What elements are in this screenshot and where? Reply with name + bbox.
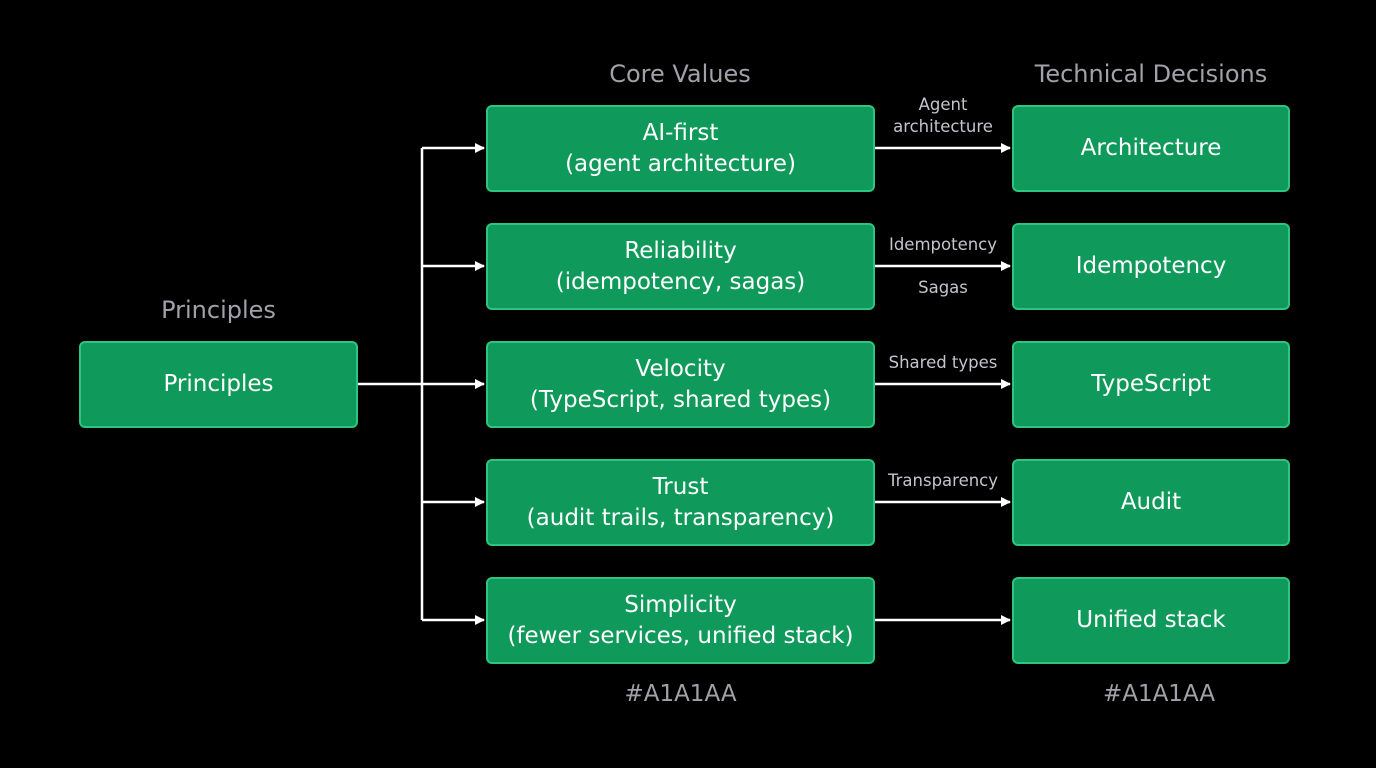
core-value-title: Simplicity bbox=[624, 591, 737, 618]
principles-node: Principles bbox=[79, 341, 358, 428]
decision-label: Audit bbox=[1120, 489, 1182, 515]
core-value-title: AI-first bbox=[642, 119, 719, 146]
core-value-subtitle: (fewer services, unified stack) bbox=[507, 622, 854, 649]
principles-node-label: Principles bbox=[163, 371, 274, 397]
edge-label-idempotency: Idempotency bbox=[888, 235, 998, 254]
technical-decisions-header: Technical Decisions bbox=[1034, 60, 1268, 88]
core-value-trust: Trust (audit trails, transparency) bbox=[486, 459, 875, 546]
core-value-title: Reliability bbox=[624, 237, 737, 264]
core-value-subtitle: (agent architecture) bbox=[565, 150, 796, 177]
core-values-footer: #A1A1AA bbox=[624, 681, 737, 707]
edge-label-agent-architecture: Agent architecture bbox=[893, 94, 993, 138]
principles-header: Principles bbox=[161, 296, 276, 324]
edge-label-line: architecture bbox=[893, 117, 993, 136]
core-value-subtitle: (audit trails, transparency) bbox=[526, 504, 835, 531]
decision-architecture: Architecture bbox=[1012, 105, 1290, 192]
decision-idempotency: Idempotency bbox=[1012, 223, 1290, 310]
core-value-subtitle: (TypeScript, shared types) bbox=[529, 386, 832, 413]
core-value-reliability: Reliability (idempotency, sagas) bbox=[486, 223, 875, 310]
core-values-header: Core Values bbox=[609, 60, 751, 88]
core-value-title: Velocity bbox=[635, 355, 726, 382]
decision-typescript: TypeScript bbox=[1012, 341, 1290, 428]
decision-label: TypeScript bbox=[1091, 371, 1211, 397]
core-value-title: Trust bbox=[652, 473, 709, 500]
core-value-velocity: Velocity (TypeScript, shared types) bbox=[486, 341, 875, 428]
decision-label: Architecture bbox=[1080, 135, 1222, 161]
core-value-subtitle: (idempotency, sagas) bbox=[555, 268, 806, 295]
core-value-ai-first: AI-first (agent architecture) bbox=[486, 105, 875, 192]
technical-decisions-footer: #A1A1AA bbox=[1102, 681, 1216, 707]
edge-label-transparency: Transparency bbox=[887, 471, 999, 490]
decision-label: Idempotency bbox=[1075, 253, 1227, 279]
decision-unified-stack: Unified stack bbox=[1012, 577, 1290, 664]
decision-audit: Audit bbox=[1012, 459, 1290, 546]
decision-label: Unified stack bbox=[1076, 607, 1226, 633]
edge-label-line: Agent bbox=[918, 95, 968, 114]
core-value-simplicity: Simplicity (fewer services, unified stac… bbox=[486, 577, 875, 664]
edge-label-sagas: Sagas bbox=[918, 278, 968, 297]
edge-label-shared-types: Shared types bbox=[888, 353, 998, 372]
